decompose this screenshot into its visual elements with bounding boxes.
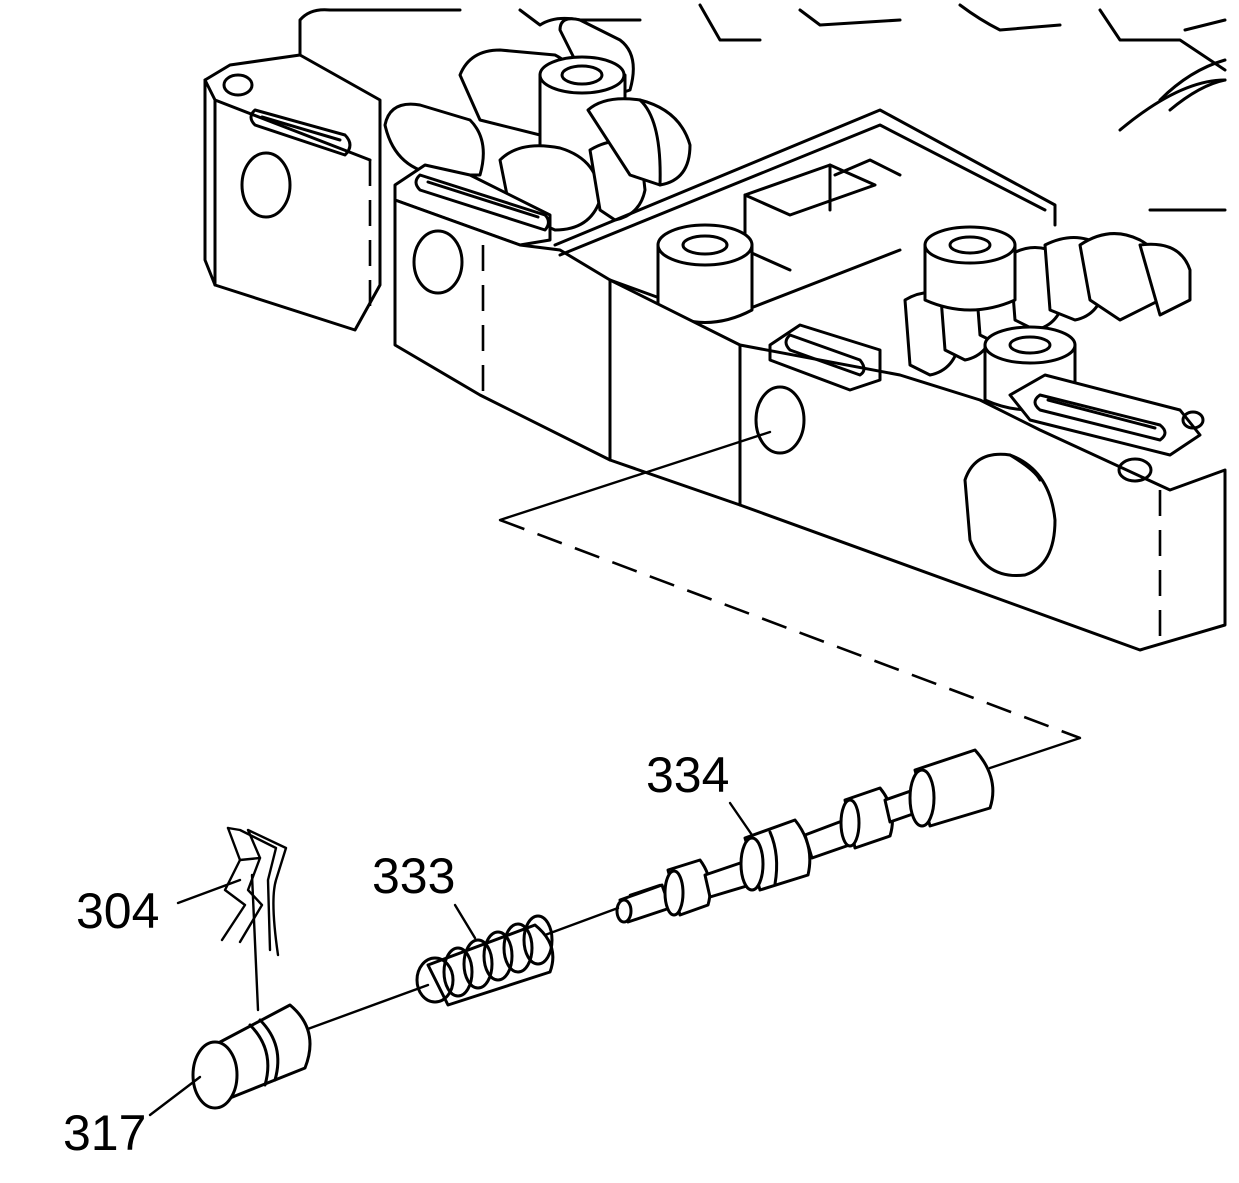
- leader-317: [148, 1075, 202, 1117]
- valve-334: [615, 748, 995, 924]
- leader-304: [176, 878, 242, 905]
- alignment-leader: [498, 430, 1082, 770]
- spring-333: [415, 906, 620, 1007]
- callout-317: 317: [63, 1105, 146, 1161]
- retainer-clip-304: [220, 826, 288, 1012]
- callout-334: 334: [646, 747, 729, 803]
- valve-body-casting: [203, 3, 1227, 652]
- callouts: 334 333 304 317: [63, 747, 754, 1161]
- callout-333: 333: [372, 848, 455, 904]
- callout-304: 304: [76, 883, 159, 939]
- leader-333: [453, 903, 477, 940]
- bore-plug-317: [191, 983, 430, 1110]
- leader-334: [728, 801, 754, 837]
